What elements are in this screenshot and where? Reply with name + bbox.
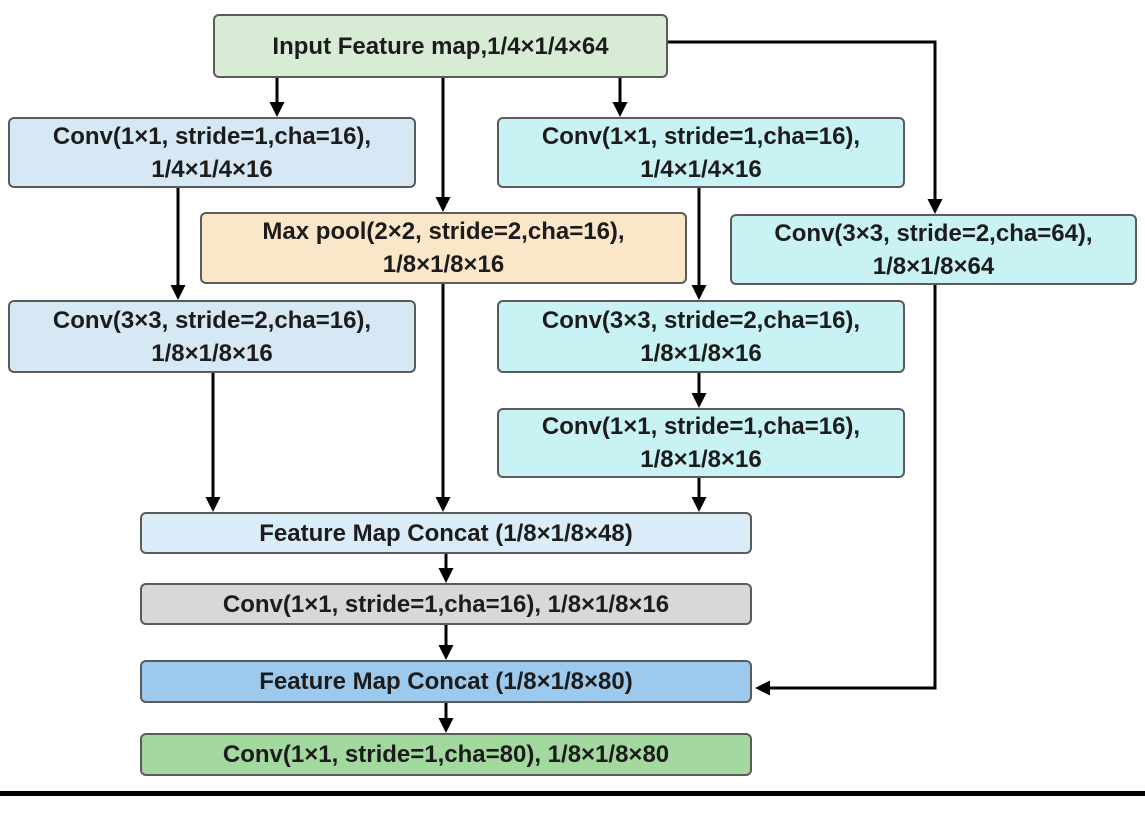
node-feature-map-concat-48: Feature Map Concat (1/8×1/8×48) — [140, 512, 752, 554]
node-conv1x1-right: Conv(1×1, stride=1,cha=16), 1/4×1/4×16 — [497, 117, 905, 188]
node-label: Conv(3×3, stride=2,cha=16), 1/8×1/8×16 — [52, 306, 372, 367]
edge-conv-branch4-to-concat80 — [755, 285, 937, 696]
node-label: Conv(1×1, stride=1,cha=16), 1/8×1/8×16 — [541, 413, 861, 473]
node-label: Feature Map Concat (1/8×1/8×80) — [259, 668, 633, 695]
node-label: Conv(3×3, stride=2,cha=64), 1/8×1/8×64 — [774, 219, 1093, 280]
node-conv1x1-output: Conv(1×1, stride=1,cha=80), 1/8×1/8×80 — [140, 733, 752, 776]
node-feature-map-concat-80: Feature Map Concat (1/8×1/8×80) — [140, 660, 752, 703]
node-label: Conv(1×1, stride=1,cha=16), 1/4×1/4×16 — [541, 122, 861, 183]
node-conv1x1-right-2: Conv(1×1, stride=1,cha=16), 1/8×1/8×16 — [497, 408, 905, 478]
node-label: Max pool(2×2, stride=2,cha=16), 1/8×1/8×… — [262, 218, 625, 278]
node-conv3x3-cha64: Conv(3×3, stride=2,cha=64), 1/8×1/8×64 — [730, 214, 1137, 285]
node-conv3x3-right: Conv(3×3, stride=2,cha=16), 1/8×1/8×16 — [497, 300, 905, 373]
node-label: Input Feature map,1/4×1/4×64 — [272, 32, 609, 60]
node-label: Feature Map Concat (1/8×1/8×48) — [259, 519, 633, 547]
node-conv1x1-mid: Conv(1×1, stride=1,cha=16), 1/8×1/8×16 — [140, 583, 752, 625]
bottom-divider-line — [0, 791, 1145, 796]
node-conv1x1-left: Conv(1×1, stride=1,cha=16), 1/4×1/4×16 — [8, 117, 416, 188]
edge-input-to-conv-branch4 — [668, 40, 943, 214]
node-max-pool: Max pool(2×2, stride=2,cha=16), 1/8×1/8×… — [200, 212, 687, 284]
node-label: Conv(3×3, stride=2,cha=16), 1/8×1/8×16 — [541, 306, 861, 367]
node-label: Conv(1×1, stride=1,cha=16), 1/8×1/8×16 — [222, 590, 670, 618]
node-label: Conv(1×1, stride=1,cha=80), 1/8×1/8×80 — [222, 741, 670, 768]
node-label: Conv(1×1, stride=1,cha=16), 1/4×1/4×16 — [52, 122, 372, 183]
node-input-feature-map: Input Feature map,1/4×1/4×64 — [213, 14, 668, 78]
node-conv3x3-left: Conv(3×3, stride=2,cha=16), 1/8×1/8×16 — [8, 300, 416, 373]
